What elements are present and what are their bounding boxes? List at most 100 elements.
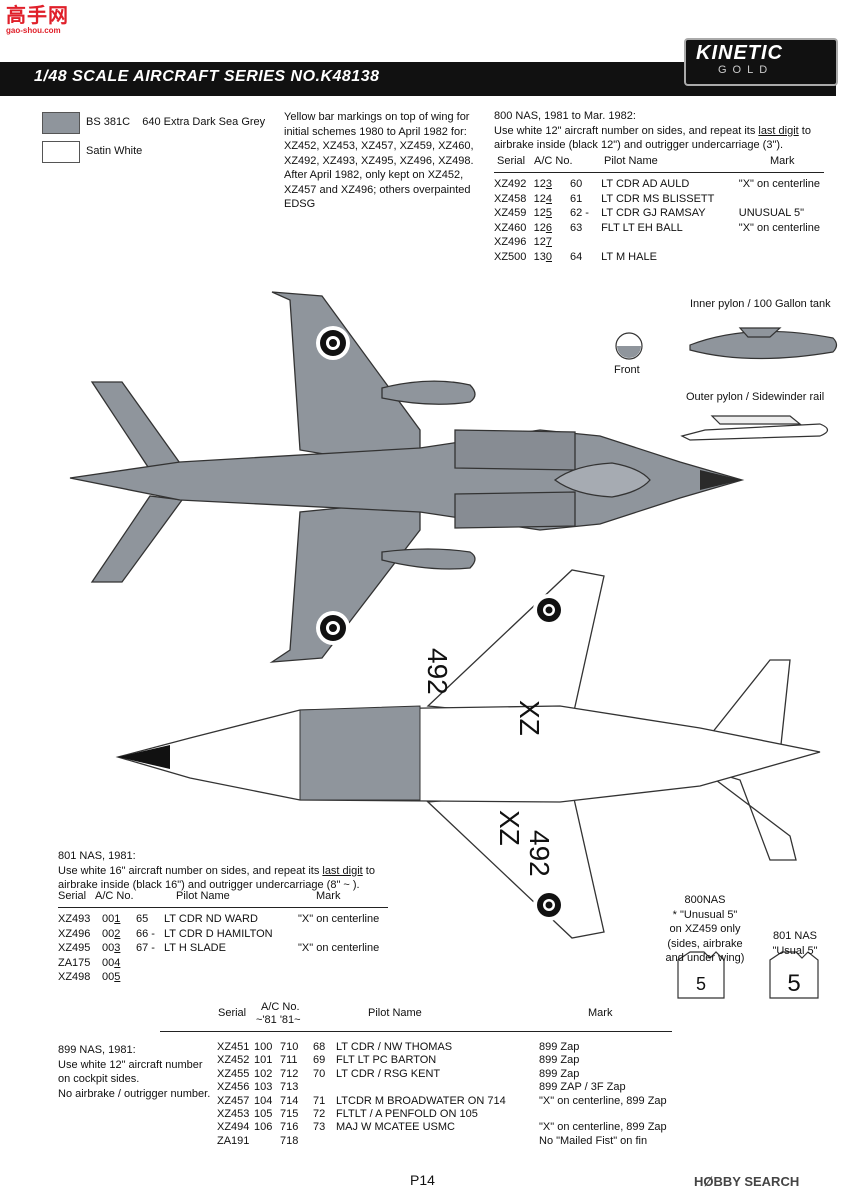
color-swatch-grey xyxy=(42,112,80,134)
logo-sub: GOLD xyxy=(718,64,774,76)
cell-serial: ZA175 xyxy=(58,956,91,969)
inner-pylon-tank xyxy=(689,327,838,360)
ac-last-digit: 2 xyxy=(114,927,121,940)
cell-mark: 899 Zap xyxy=(539,1067,580,1080)
nas801-rule xyxy=(58,907,388,908)
cell-pilot: LT CDR MS BLISSETT xyxy=(601,192,715,205)
nas800-note: Use white 12" aircraft number on sides, … xyxy=(494,124,811,139)
cell-pnum: 68 xyxy=(313,1041,326,1053)
ac-last-digit: 3 xyxy=(545,178,552,190)
cell-b: 712 xyxy=(280,1067,299,1080)
cell-serial: XZ455 xyxy=(217,1067,250,1080)
yellow-note-line: XZ452, XZ453, XZ457, XZ459, XZ460, xyxy=(284,140,474,152)
yellow-note-line: initial schemes 1980 to April 1982 for: xyxy=(284,125,467,138)
cell-serial: XZ458 xyxy=(494,192,527,205)
cell-serial: XZ494 xyxy=(217,1121,250,1134)
cell-pnum: 63 xyxy=(570,221,583,234)
cell-a: 101 xyxy=(254,1054,273,1067)
cell-serial: XZ492 xyxy=(494,178,527,190)
col-ac: A/C No. xyxy=(534,155,573,167)
cell-b: 710 xyxy=(280,1041,299,1053)
yellow-note-line: Yellow bar markings on top of wing for xyxy=(284,111,470,123)
yellow-note-line: XZ457 and XZ496; others overpainted xyxy=(284,183,471,196)
cell-pnum: 73 xyxy=(313,1121,326,1134)
nas899-rule xyxy=(160,1031,672,1032)
cell-mark: 899 ZAP / 3F Zap xyxy=(539,1081,626,1094)
cell-pilot: LT M HALE xyxy=(601,250,657,263)
cell-mark: 899 Zap xyxy=(539,1054,580,1067)
cell-mark: "X" on centerline xyxy=(738,221,820,234)
col-pilot: Pilot Name xyxy=(368,1007,422,1019)
nas800-block: 800 NAS, 1981 to Mar. 1982: Use white 12… xyxy=(494,109,811,153)
cell-mark xyxy=(298,927,383,942)
cell-mark: No "Mailed Fist" on fin xyxy=(539,1134,648,1147)
cell-serial: XZ451 xyxy=(217,1041,250,1053)
cell-pnum: 62 - xyxy=(570,207,589,219)
cell-pnum: 72 xyxy=(313,1108,326,1120)
outer-pylon-rail xyxy=(680,415,829,441)
nas800-rows: XZ492 12 3 6 0 LT CDR AD AULD "X" on centerlin… xyxy=(494,177,824,264)
cell-serial: XZ456 xyxy=(217,1081,250,1094)
nas800-note-underlined: last digit xyxy=(758,124,799,137)
usual-5-shapes xyxy=(677,951,819,999)
cell-pilot: LT CDR AD AULD xyxy=(601,178,690,190)
watermark-url: gao-shou.com xyxy=(6,26,61,35)
unusual5-line: and under wing) xyxy=(665,952,745,964)
ac-prefix: 12 xyxy=(533,221,546,234)
page-title: 1/48 SCALE AIRCRAFT SERIES NO.K48138 xyxy=(34,68,380,85)
cell-pilot: LT CDR ND WARD xyxy=(164,913,258,925)
cell-pnum: 71 xyxy=(313,1094,326,1107)
cell-pilot: MAJ W MCATEE USMC xyxy=(336,1121,455,1134)
nas800-header-row: Serial A/C No. Pilot Name Mark xyxy=(494,155,824,170)
ac-prefix: 12 xyxy=(533,236,546,248)
nas800-rule xyxy=(494,172,824,173)
ac-prefix: 00 xyxy=(102,971,115,983)
ac-prefix: 00 xyxy=(102,942,115,954)
cell-a: 100 xyxy=(254,1041,273,1053)
cell-mark xyxy=(298,956,383,971)
usual5-title: 801 NAS xyxy=(772,930,818,942)
nas801-note-underlined: last digit xyxy=(322,864,363,877)
nas899-line: Use white 12" aircraft number xyxy=(58,1058,203,1071)
cell-pilot: LT CDR / RSG KENT xyxy=(336,1067,441,1080)
nas800-note2: airbrake inside (black 12") and outrigge… xyxy=(494,139,784,151)
legend-grey: BS 381C 640 Extra Dark Sea Grey xyxy=(86,115,265,130)
nas899-line: on cockpit sides. xyxy=(58,1073,140,1085)
source-credit: HØBBY SEARCH xyxy=(694,1174,800,1189)
outer-pylon-label: Outer pylon / Sidewinder rail xyxy=(686,391,825,403)
cell-mark: UNUSUAL 5" xyxy=(738,207,805,219)
col-ac: A/C No. xyxy=(95,890,134,902)
nas800-note-pre: Use white 12" aircraft number on sides, … xyxy=(494,124,759,137)
cell-pilot: FLT LT PC BARTON xyxy=(336,1054,437,1067)
cell-b: 711 xyxy=(280,1054,298,1067)
unusual5-digit: 5 xyxy=(695,974,706,994)
nas801-note: Use white 16" aircraft number on sides, … xyxy=(58,864,375,879)
nas801-note2: airbrake inside (black 16") and outrigge… xyxy=(58,879,360,891)
cell-serial: XZ496 xyxy=(494,236,527,248)
cell-pnum xyxy=(136,970,164,985)
cell-ac: 125 xyxy=(534,206,570,221)
ac-last-digit: 6 xyxy=(545,221,552,234)
cell-ac: 005 xyxy=(102,970,136,985)
cell-serial: XZ493 xyxy=(58,913,91,925)
cell-pnum xyxy=(136,956,164,971)
ac-last-digit: 5 xyxy=(114,971,121,983)
ac-last-digit: 4 xyxy=(114,956,121,969)
ac-last-digit: 0 xyxy=(545,250,552,263)
cell-mark: "X" on centerline, 899 Zap xyxy=(539,1094,667,1107)
ac-last-digit: 1 xyxy=(114,913,121,925)
unusual5-title: 800NAS xyxy=(684,894,726,906)
unusual5-line: * "Unusual 5" xyxy=(672,908,738,921)
cell-a: 102 xyxy=(254,1067,273,1080)
cell-pilot: LT CDR GJ RAMSAY xyxy=(601,207,706,219)
unusual5-line: on XZ459 only xyxy=(669,923,741,935)
